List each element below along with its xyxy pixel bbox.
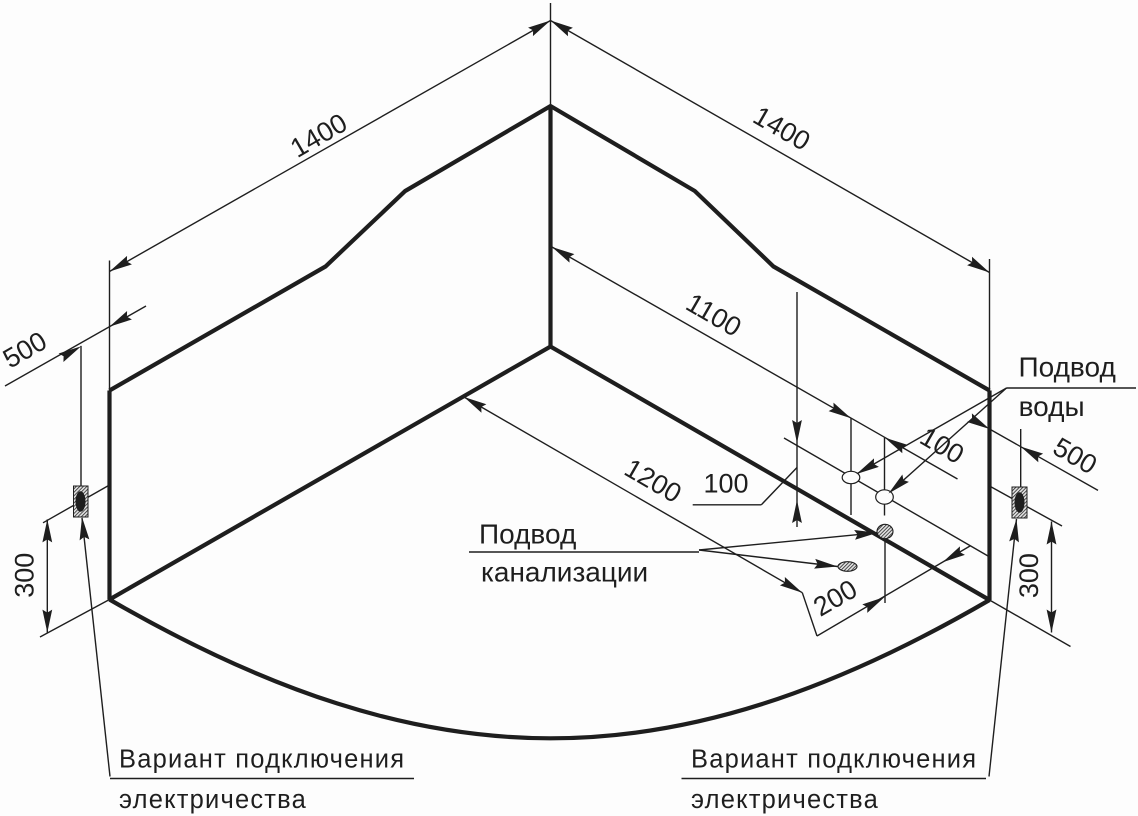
svg-text:300: 300 [1014,553,1044,598]
svg-text:электричества: электричества [691,786,879,814]
svg-text:Подвод: Подвод [1019,352,1116,383]
svg-text:Вариант подключения: Вариант подключения [691,745,977,773]
svg-text:300: 300 [10,553,40,598]
svg-text:100: 100 [704,469,749,499]
svg-text:воды: воды [1019,391,1085,422]
svg-text:канализации: канализации [481,556,648,587]
svg-text:Подвод: Подвод [479,518,576,549]
svg-text:Вариант подключения: Вариант подключения [119,745,405,773]
svg-text:электричества: электричества [119,786,307,814]
